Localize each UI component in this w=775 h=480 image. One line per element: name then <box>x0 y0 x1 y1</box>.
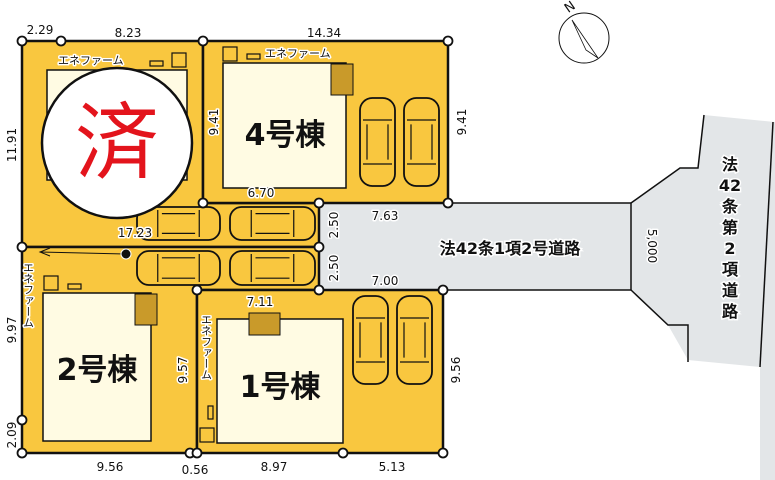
boundary-marker <box>197 35 209 47</box>
ene-farm-units <box>43 46 261 443</box>
dim-lot4-left: 9.41 <box>207 109 221 136</box>
dim-road-bottom: 7.00 <box>372 274 399 288</box>
boundary-marker <box>16 447 28 459</box>
dim-lot1-top: 7.11 <box>247 295 274 309</box>
dim-bottom-b: 0.56 <box>182 463 209 477</box>
lot-1-ene-label: エネファーム <box>200 314 213 380</box>
boundary-marker <box>313 197 325 209</box>
dim-left-lower: 9.97 <box>5 317 19 344</box>
car-icon <box>229 250 316 286</box>
car-icon <box>359 97 396 187</box>
sold-badge: 済 <box>40 66 194 220</box>
boundary-marker <box>437 447 449 459</box>
car-icon <box>136 206 221 241</box>
lot-2-label: 2号棟 <box>57 353 139 388</box>
dim-lot4-right: 9.41 <box>455 109 469 136</box>
boundary-marker <box>197 197 209 209</box>
lot-4-deck <box>330 63 354 96</box>
boundary-marker <box>337 447 349 459</box>
lot-4-house <box>222 62 347 189</box>
lot-1-label: 1号棟 <box>240 370 322 405</box>
side-road-char: 項 <box>722 260 739 279</box>
dim-lot1-left: 9.57 <box>176 357 190 384</box>
side-road-char: 道 <box>722 281 738 300</box>
car-icon <box>352 295 389 385</box>
boundary-marker <box>55 35 67 47</box>
side-road-label: 法 42 条第 2 項道路 <box>717 154 742 323</box>
north-arrow-icon: N <box>558 0 610 64</box>
side-road-char: 法 <box>722 155 738 174</box>
boundary-marker <box>442 197 454 209</box>
dim-bottom-d: 5.13 <box>379 460 406 474</box>
car-icon <box>229 206 316 241</box>
dim-drive-length: 17.23 <box>118 226 152 240</box>
boundary-marker <box>437 284 449 296</box>
dim-drive-w2: 2.50 <box>327 255 341 282</box>
lot-1-deck <box>248 312 281 336</box>
car-icon <box>136 250 221 286</box>
lot-4-ene-label: エネファーム <box>265 47 331 60</box>
boundary-marker <box>191 284 203 296</box>
boundary-marker <box>16 241 28 253</box>
car-icon <box>403 97 440 187</box>
dim-lot4-bottom: 6.70 <box>248 186 275 200</box>
lot-2-ene-label: エネファーム <box>22 262 35 328</box>
dim-road-width: 5,000 <box>645 229 659 263</box>
dim-lot1-right: 9.56 <box>449 357 463 384</box>
boundary-marker <box>16 35 28 47</box>
lot-2-house <box>42 292 152 442</box>
boundary-marker <box>313 284 325 296</box>
boundary-marker <box>442 35 454 47</box>
boundary-marker <box>313 241 325 253</box>
side-road-char: 路 <box>722 302 739 321</box>
side-road-char: 42 <box>719 176 741 195</box>
dim-drive-w1: 2.50 <box>327 212 341 239</box>
dim-top-a: 2.29 <box>27 23 54 37</box>
lot-2-deck <box>134 293 158 326</box>
main-road <box>318 202 632 291</box>
main-road-label: 法42条1項2号道路 <box>440 239 582 258</box>
dim-left-upper: 11.91 <box>5 128 19 162</box>
lot-1-house <box>216 318 344 444</box>
side-road-char: 第 <box>722 218 738 237</box>
car-icon <box>396 295 433 385</box>
parking-cars <box>136 97 440 385</box>
dim-road-top: 7.63 <box>372 209 399 223</box>
sold-mark: 済 <box>75 94 159 192</box>
dim-bottom-a: 9.56 <box>97 460 124 474</box>
side-road <box>631 115 775 480</box>
boundary-marker <box>16 414 28 426</box>
dim-left-bottom: 2.09 <box>5 422 19 449</box>
lot-4-label: 4号棟 <box>245 118 327 153</box>
side-road-char: 条 <box>721 197 739 216</box>
lot-3-ene-label: エネファーム <box>58 54 124 67</box>
dim-top-b: 8.23 <box>115 26 142 40</box>
dim-top-c: 14.34 <box>307 26 341 40</box>
side-road-char: 2 <box>724 239 735 258</box>
boundary-marker <box>191 447 203 459</box>
dim-bottom-c: 8.97 <box>261 460 288 474</box>
